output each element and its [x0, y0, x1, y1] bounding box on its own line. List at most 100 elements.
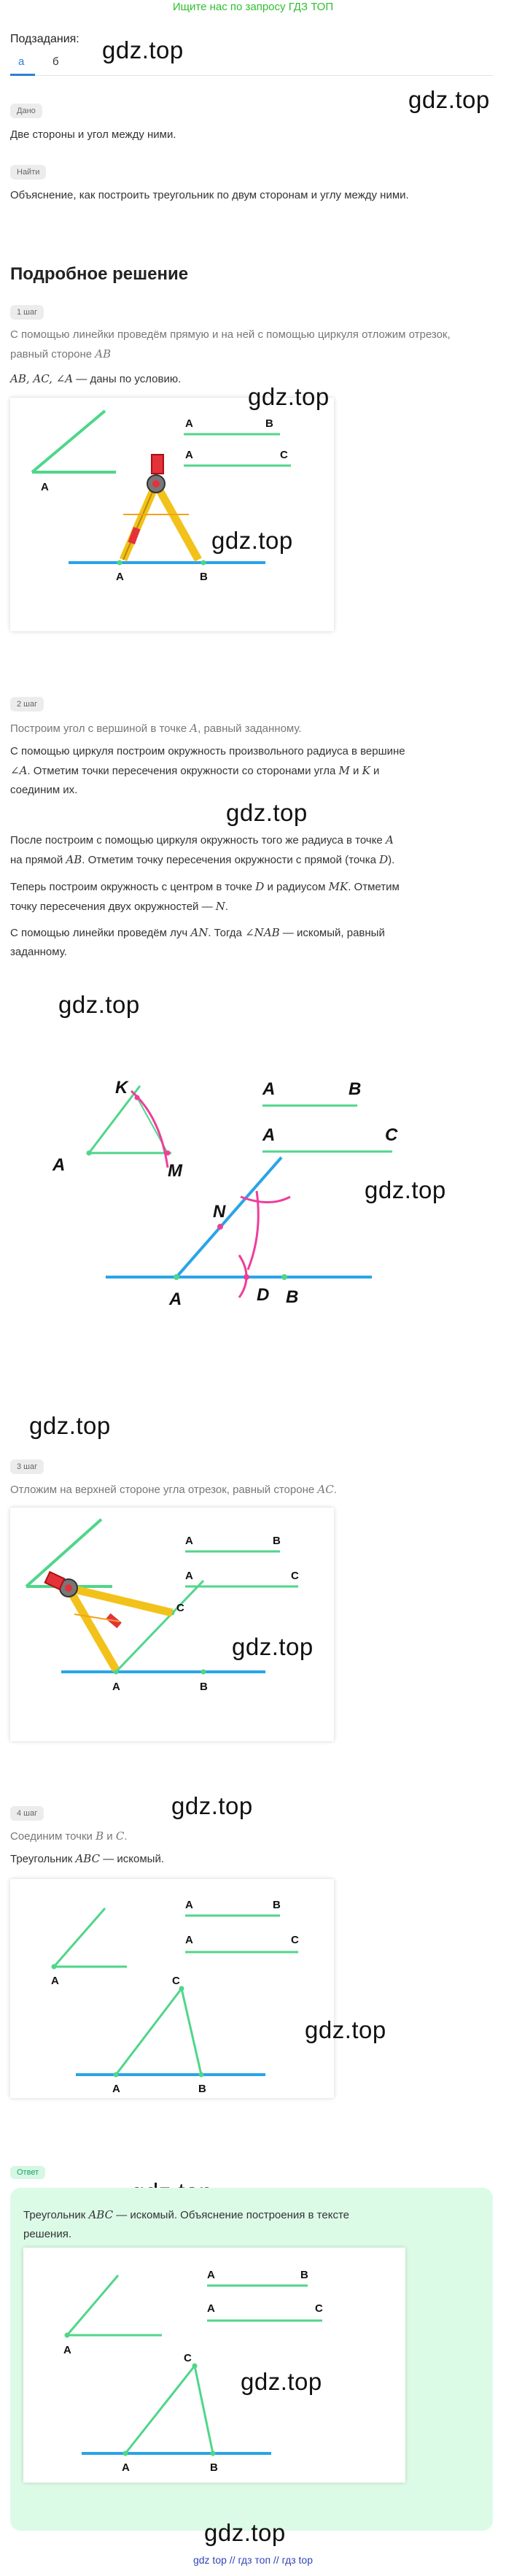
text-part: Треугольник: [10, 1853, 76, 1865]
text-part: . Отметим точки пересечения окружности с…: [27, 765, 339, 777]
step2-text-line: После построим с помощью циркуля окружно…: [10, 830, 394, 850]
watermark: gdz.top: [241, 2368, 322, 2395]
point-a: [86, 1150, 92, 1156]
arc-km: [131, 1090, 169, 1168]
label-c: C: [280, 449, 288, 461]
label-a: A: [185, 449, 193, 461]
text-part: Соединим точки: [10, 1830, 96, 1843]
step1-text-line: С помощью линейки проведём прямую и на н…: [10, 328, 451, 341]
label-b: B: [200, 1681, 208, 1693]
figure-step1-svg: A A B A C A B: [31, 409, 291, 583]
side-ac: [124, 2365, 196, 2454]
given-text: Две стороны и угол между ними.: [10, 128, 176, 141]
watermark: gdz.top: [211, 527, 293, 554]
arc-n-1: [240, 1195, 291, 1203]
math-given: AB, AC, ∠A: [10, 372, 74, 385]
step4-result: Треугольник ABC — искомый.: [10, 1849, 164, 1869]
label-b: B: [273, 1535, 281, 1547]
label-a: A: [41, 481, 49, 493]
active-tab-indicator: [10, 74, 35, 76]
footer-links[interactable]: gdz top // гдз топ // гдз top: [192, 2554, 314, 2566]
text-part: . Отметим: [348, 881, 400, 893]
math-angle-a: ∠A: [10, 764, 28, 777]
text-part: на прямой: [10, 854, 66, 866]
step2-text-line: С помощью циркуля построим окружность пр…: [10, 745, 405, 757]
text-part: и: [370, 765, 380, 777]
point-b: [281, 1274, 287, 1280]
step2-text-line: заданному.: [10, 946, 67, 958]
step1-badge: 1 шаг: [10, 305, 44, 320]
label-m: M: [168, 1161, 183, 1181]
side-bc: [180, 1988, 203, 2075]
arc-n-2: [246, 1190, 260, 1270]
math-d: D: [255, 880, 265, 893]
top-banner[interactable]: Ищите нас по запросу ГДЗ ТОП: [172, 1, 334, 13]
label-a: A: [185, 1570, 193, 1582]
math-abc: ABC: [88, 2208, 114, 2221]
find-text: Объяснение, как построить треугольник по…: [10, 189, 409, 201]
label-c: C: [385, 1125, 398, 1145]
label-a: A: [262, 1079, 275, 1099]
text-part: .: [124, 1830, 128, 1843]
label-c: C: [291, 1570, 299, 1582]
angle-upper-ray: [52, 1908, 106, 1967]
step2-text-line: соединим их.: [10, 784, 78, 796]
point-a: [51, 1964, 57, 1970]
label-a: A: [207, 2269, 215, 2281]
label-b: B: [349, 1079, 361, 1099]
step1-text-line: равный стороне AB: [10, 344, 451, 364]
figure-step2: K M A A B A C N A D B: [52, 1078, 398, 1309]
angle-upper-ray: [31, 409, 106, 474]
text-part: точку пересечения двух окружностей —: [10, 901, 216, 913]
text-part: — искомый.: [100, 1853, 165, 1865]
tab-b[interactable]: б: [52, 55, 59, 68]
math-c: C: [115, 1829, 125, 1843]
text-part: Теперь построим окружность с центром в т…: [10, 881, 256, 893]
label-a: A: [185, 1899, 193, 1911]
math-mk: MK: [328, 880, 349, 893]
watermark: gdz.top: [365, 1176, 446, 1203]
text-part: ).: [388, 854, 395, 866]
label-a: A: [122, 2461, 130, 2474]
text-part: . Тогда: [208, 927, 246, 939]
side-bc: [193, 2365, 214, 2454]
step1-text: С помощью линейки проведём прямую и на н…: [10, 325, 451, 364]
label-a: A: [112, 2083, 120, 2095]
label-a: A: [52, 1155, 65, 1175]
ray-an: [114, 1579, 205, 1673]
point-b: [201, 560, 206, 566]
step3-text: Отложим на верхней стороне угла отрезок,…: [10, 1480, 337, 1500]
text-part: Треугольник: [23, 2209, 89, 2221]
label-b: B: [300, 2269, 308, 2281]
ray-an: [175, 1156, 283, 1279]
label-a: A: [116, 571, 124, 583]
figure-answer: A A B A C A B C: [23, 2248, 405, 2483]
point-a: [64, 2332, 70, 2338]
label-c: C: [291, 1934, 299, 1946]
math-a: A: [385, 833, 394, 847]
text-part: и радиусом: [264, 881, 329, 893]
step2-paragraph-3: Теперь построим окружность с центром в т…: [10, 877, 400, 917]
label-c: C: [172, 1975, 180, 1987]
step2-paragraph-1: С помощью циркуля построим окружность пр…: [10, 742, 405, 800]
label-b: B: [286, 1287, 298, 1307]
label-a: A: [262, 1125, 275, 1145]
text-part: и: [104, 1830, 116, 1843]
math-m: M: [338, 764, 350, 777]
answer-line: решения.: [23, 2228, 72, 2240]
compass-icon: [44, 1570, 174, 1672]
text-part: После построим с помощью циркуля окружно…: [10, 834, 386, 847]
label-b: B: [273, 1899, 281, 1911]
subtasks-label: Подзадания:: [10, 33, 79, 45]
side-ac: [114, 1988, 183, 2075]
label-b: B: [210, 2461, 218, 2474]
watermark: gdz.top: [226, 799, 308, 826]
watermark: gdz.top: [305, 2016, 386, 2043]
angle-upper-ray: [25, 1518, 103, 1588]
math-b: B: [96, 1829, 104, 1843]
answer-badge: Ответ: [10, 2166, 46, 2179]
tab-a[interactable]: а: [18, 55, 25, 68]
point-b: [198, 2072, 204, 2078]
math-ac: AC: [317, 1483, 334, 1496]
find-badge: Найти: [10, 165, 47, 180]
